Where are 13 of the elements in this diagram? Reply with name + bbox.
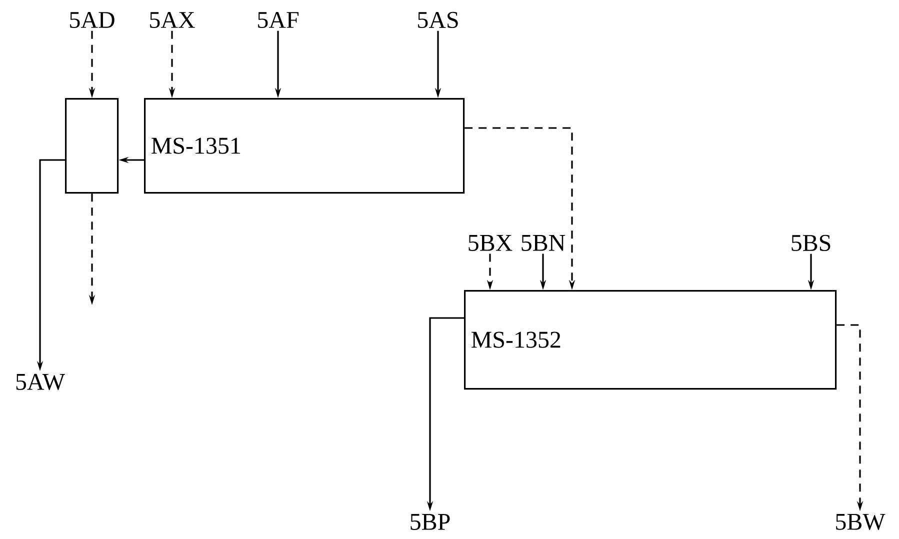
stream-label: 5BS <box>792 234 830 252</box>
stream-label: 5AS <box>418 12 458 28</box>
stream-label: 5AD <box>70 12 114 28</box>
mixer-settler-box: MS-1351 <box>144 98 465 194</box>
vessel-box <box>65 98 119 194</box>
stream-label: 5AF <box>258 12 298 28</box>
stream-label: 5BW <box>836 514 886 530</box>
stream-label: 5BN <box>522 235 566 251</box>
stream-label: 5AW <box>16 374 65 390</box>
stream-label: 5BX <box>468 235 512 251</box>
stream-label: 5AX <box>150 12 195 28</box>
stream-label: 5BP <box>410 514 450 530</box>
mixer-settler-box: MS-1352 <box>464 290 837 390</box>
